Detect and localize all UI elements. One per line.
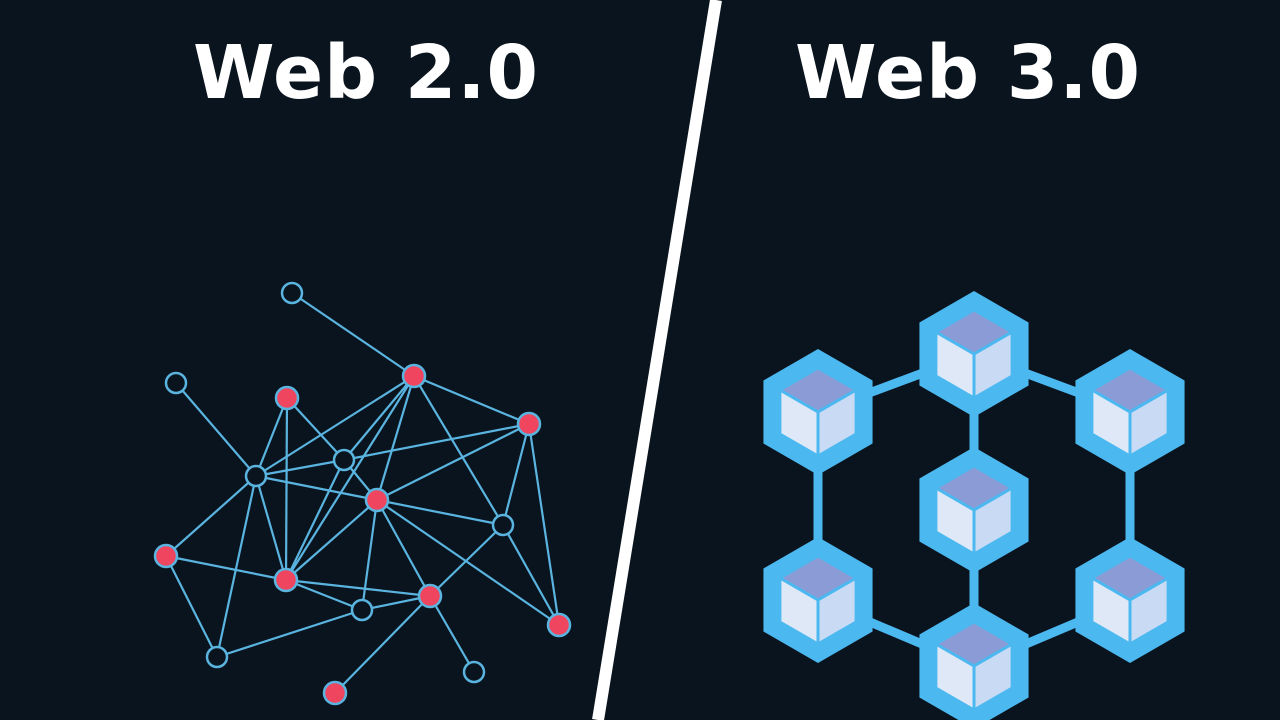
network-node-active (516, 411, 542, 437)
block-cube (919, 603, 1029, 720)
network-link (291, 292, 415, 377)
block-cube (763, 349, 873, 475)
network-link (334, 595, 431, 694)
network-node (350, 598, 374, 622)
network-link (254, 475, 288, 581)
blockchain-network-icon (763, 291, 1185, 720)
network-node (244, 464, 268, 488)
network-node (462, 660, 486, 684)
network-node (164, 371, 188, 395)
network-link (429, 595, 475, 673)
network-link (501, 423, 531, 526)
network-link (216, 608, 363, 659)
web2-title: Web 2.0 (193, 30, 539, 116)
centralized-network-icon (153, 281, 572, 706)
network-node-active (322, 680, 348, 706)
network-link (413, 375, 504, 526)
web3-title: Web 3.0 (795, 30, 1141, 116)
block-cube (1075, 349, 1185, 475)
network-link (254, 397, 289, 477)
network-link (284, 397, 289, 581)
block-cube (763, 537, 873, 663)
network-node (205, 645, 229, 669)
network-node (280, 281, 304, 305)
network-node-active (417, 583, 443, 609)
network-node-active (364, 487, 390, 513)
network-link (343, 375, 415, 461)
network-link (360, 499, 379, 611)
network-link (376, 498, 504, 527)
block-cube (919, 447, 1029, 573)
network-link (285, 499, 378, 581)
network-link (376, 499, 431, 597)
network-link (285, 578, 363, 612)
network-node-active (546, 612, 572, 638)
network-link (376, 423, 530, 501)
network-link (375, 375, 416, 501)
network-link (413, 374, 530, 426)
network-node (332, 448, 356, 472)
network-link (376, 499, 560, 626)
network-link (527, 423, 561, 626)
network-link (502, 524, 560, 626)
network-node-active (153, 543, 179, 569)
divider-line (592, 0, 722, 720)
network-node-active (273, 567, 299, 593)
network-node-active (274, 385, 300, 411)
network-link (255, 458, 345, 478)
network-link (285, 375, 415, 581)
network-link (165, 555, 218, 658)
network-link (343, 422, 530, 462)
network-link (255, 474, 378, 502)
network-link (285, 459, 345, 581)
network-link (175, 382, 257, 477)
network-node-active (401, 363, 427, 389)
network-node (491, 513, 515, 537)
block-cube (1075, 537, 1185, 663)
network-link (285, 578, 431, 598)
network-link (215, 475, 258, 658)
network-link (165, 554, 287, 582)
block-cube (919, 291, 1029, 417)
network-link (286, 397, 345, 461)
network-link (255, 375, 415, 477)
network-link (429, 524, 504, 597)
network-link (165, 475, 257, 557)
